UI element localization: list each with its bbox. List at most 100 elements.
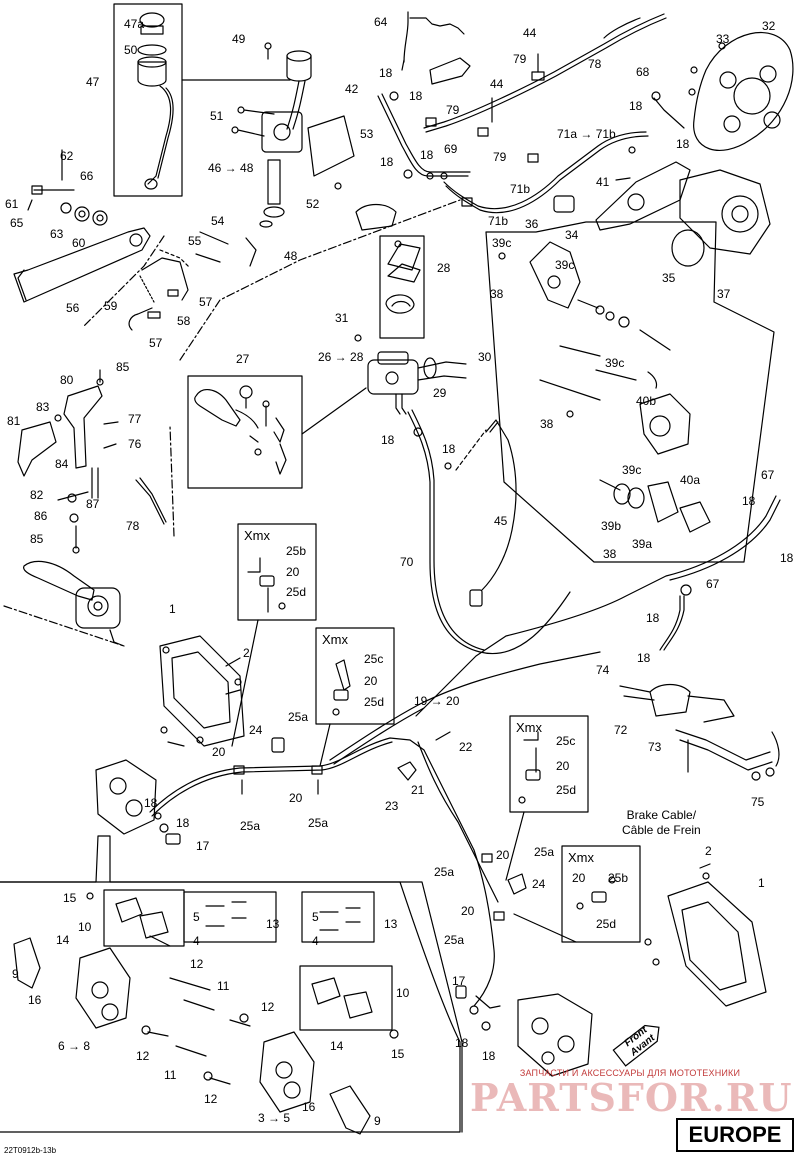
watermark-tagline: ЗАПЧАСТИ И АКСЕССУАРЫ ДЛЯ МОТОТЕХНИКИ	[519, 1068, 741, 1078]
callout-c2b: 2	[705, 844, 712, 858]
callout-c13b: 13	[384, 917, 398, 931]
callout-c83: 83	[36, 400, 50, 414]
callout-c82: 82	[30, 488, 44, 502]
rear-disc-caliper	[553, 32, 794, 267]
callout-c18e: 18	[380, 155, 394, 169]
callout-c17a: 17	[196, 839, 210, 853]
callout-c11a: 11	[217, 979, 230, 993]
reservoir-cap-box	[379, 235, 425, 339]
callout-c66: 66	[80, 169, 94, 183]
callout-c39cd: 39c	[622, 463, 642, 477]
callout-c23: 23	[385, 799, 399, 813]
callout-c49: 49	[232, 32, 246, 46]
callout-c3: 3 → 5	[258, 1111, 291, 1125]
callout-c31: 31	[335, 311, 349, 325]
callout-c13a: 13	[266, 917, 280, 931]
callout-c12c: 12	[136, 1049, 150, 1063]
callout-c47a: 47a	[124, 17, 145, 31]
callout-c42: 42	[345, 82, 359, 96]
callout-c18c: 18	[629, 99, 643, 113]
lever-kit-box	[187, 375, 367, 489]
callout-c41: 41	[596, 175, 610, 189]
callout-c15b: 15	[391, 1047, 405, 1061]
callout-c18d: 18	[676, 137, 690, 151]
callout-c70: 70	[400, 555, 414, 569]
callout-c9a: 9	[12, 967, 19, 981]
callout-c29: 29	[433, 386, 447, 400]
front-left-disc	[159, 635, 245, 747]
xmx-box-3-label: 25c	[556, 734, 576, 748]
callout-c4a: 4	[193, 934, 200, 948]
callout-c79a: 79	[513, 52, 527, 66]
xmx-box-4-label: 25d	[596, 917, 617, 931]
callout-c39a: 39a	[632, 537, 653, 551]
xmx-box-3	[509, 715, 589, 813]
callout-c71b2: 71b	[488, 214, 509, 228]
callout-c26: 26 → 28	[318, 350, 364, 364]
left-bracket	[17, 369, 167, 647]
callout-c67b: 67	[706, 577, 720, 591]
callout-c79b: 79	[446, 103, 460, 117]
callout-c11b: 11	[164, 1068, 177, 1082]
callout-c48: 48	[284, 249, 298, 263]
upper-brake-lines	[355, 11, 667, 231]
xmx-box-4-title: Xmx	[568, 850, 594, 865]
callout-c38a: 38	[490, 287, 504, 301]
callout-c20a: 20	[212, 745, 226, 759]
callout-c57b: 57	[149, 336, 163, 350]
callout-c55: 55	[188, 234, 202, 248]
callout-c44b: 44	[490, 77, 504, 91]
xmx-box-4-label: 25b	[608, 871, 629, 885]
callout-c17b: 17	[452, 974, 466, 988]
callout-c75: 75	[751, 795, 765, 809]
callout-c16b: 16	[302, 1100, 316, 1114]
callout-c12d: 12	[204, 1092, 218, 1106]
xmx-box-2-title: Xmx	[322, 632, 348, 647]
callout-c18f: 18	[420, 148, 434, 162]
callout-c15a: 15	[63, 891, 77, 905]
callout-c78b: 78	[126, 519, 140, 533]
callout-c63: 63	[50, 227, 64, 241]
callout-c60: 60	[72, 236, 86, 250]
callout-c14b: 14	[330, 1039, 344, 1053]
drawing-id: 22T0912b-13b	[4, 1146, 57, 1155]
callout-c5b: 5	[312, 910, 319, 924]
callout-c20b: 20	[289, 791, 303, 805]
callout-c68: 68	[636, 65, 650, 79]
callout-c85b: 85	[30, 532, 44, 546]
panel-dividers	[3, 199, 461, 647]
callout-c36: 36	[525, 217, 539, 231]
xmx-box-2-label: 20	[364, 674, 378, 688]
callout-c2a: 2	[243, 646, 250, 660]
callout-c19: 19 → 20	[414, 694, 460, 708]
callout-c53: 53	[360, 127, 374, 141]
callout-c6: 6 → 8	[58, 1039, 91, 1053]
callout-c25aa: 25a	[288, 710, 309, 724]
caliper-exploded-box	[485, 221, 775, 563]
callout-c40a: 40a	[680, 473, 701, 487]
front-right-caliper	[517, 993, 593, 1077]
callout-c50: 50	[124, 43, 138, 57]
callout-c47: 47	[86, 75, 100, 89]
callout-c18n: 18	[176, 816, 190, 830]
callout-c44a: 44	[523, 26, 537, 40]
callout-c18b: 18	[409, 89, 423, 103]
brake-cable-line1: Brake Cable/	[626, 808, 697, 822]
xmx-box-1	[237, 523, 317, 621]
callout-c9b: 9	[374, 1114, 381, 1128]
callout-c4b: 4	[312, 934, 319, 948]
callout-c38b: 38	[540, 417, 554, 431]
callout-c39b: 39b	[601, 519, 622, 533]
callout-c78: 78	[588, 57, 602, 71]
front-right-disc	[644, 863, 767, 1007]
front-brake-lines	[149, 651, 601, 1031]
callout-c77: 77	[128, 412, 142, 426]
callout-c14a: 14	[56, 933, 70, 947]
callout-c46: 46 → 48	[208, 161, 254, 175]
callout-c12b: 12	[261, 1000, 275, 1014]
callout-c18i: 18	[742, 494, 756, 508]
callout-c59: 59	[104, 299, 118, 313]
callout-c86: 86	[34, 509, 48, 523]
